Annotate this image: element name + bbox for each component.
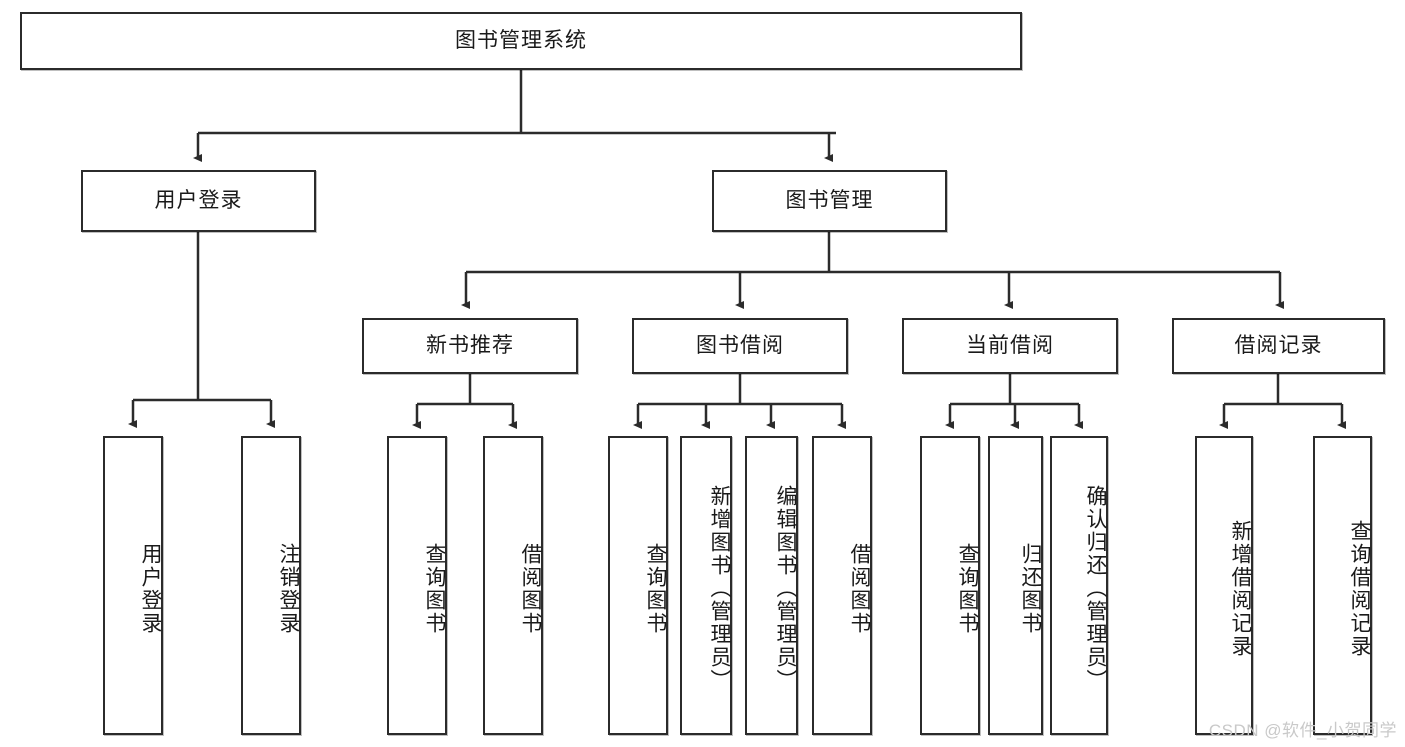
node-book-borrow[interactable]: 图书借阅 — [632, 318, 848, 374]
node-root-system[interactable]: 图书管理系统 — [20, 12, 1022, 70]
leaf-return-books[interactable]: 归还图书 — [988, 436, 1043, 735]
watermark-text: CSDN @软件_小贺同学 — [1208, 721, 1397, 740]
leaf-logout[interactable]: 注销登录 — [241, 436, 301, 735]
node-user-login[interactable]: 用户登录 — [81, 170, 316, 232]
node-current-borrow[interactable]: 当前借阅 — [902, 318, 1118, 374]
node-borrow-record[interactable]: 借阅记录 — [1172, 318, 1385, 374]
leaf-query-books-recommend[interactable]: 查询图书 — [387, 436, 447, 735]
leaf-query-books-borrow[interactable]: 查询图书 — [608, 436, 668, 735]
leaf-add-borrow-record[interactable]: 新增借阅记录 — [1195, 436, 1253, 735]
leaf-edit-book-admin[interactable]: 编辑图书（管理员） — [745, 436, 798, 735]
leaf-borrow-books-borrow[interactable]: 借阅图书 — [812, 436, 872, 735]
leaf-confirm-return-admin[interactable]: 确认归还（管理员） — [1050, 436, 1108, 735]
leaf-query-borrow-record[interactable]: 查询借阅记录 — [1313, 436, 1372, 735]
node-book-management[interactable]: 图书管理 — [712, 170, 947, 232]
leaf-query-books-current[interactable]: 查询图书 — [920, 436, 980, 735]
node-new-book-recommend[interactable]: 新书推荐 — [362, 318, 578, 374]
leaf-add-book-admin[interactable]: 新增图书（管理员） — [680, 436, 732, 735]
leaf-user-login[interactable]: 用户登录 — [103, 436, 163, 735]
leaf-borrow-books-recommend[interactable]: 借阅图书 — [483, 436, 543, 735]
